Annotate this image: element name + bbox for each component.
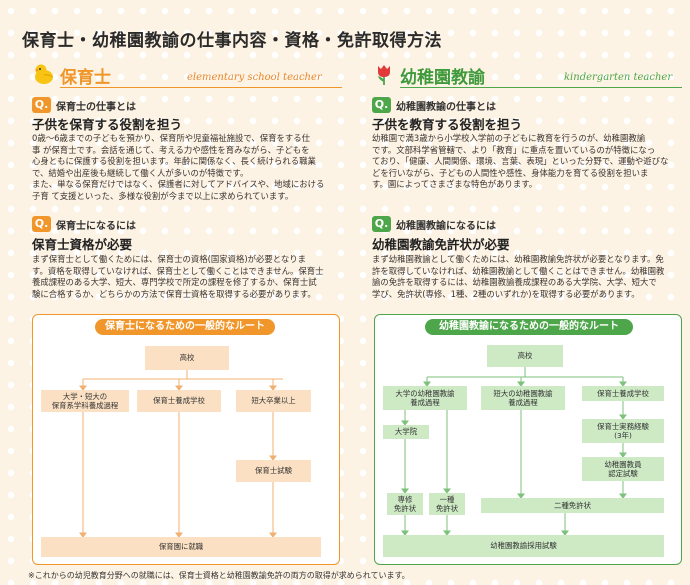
body-line: です。文部科学省管轄で、より「教育」に重点を置いているのが特徴になっ [372, 144, 656, 155]
body-line: す。園によってさまざまな特色があります。 [372, 179, 538, 190]
flow-box-koukou: 高校 [145, 346, 229, 370]
youchien-q1-subtitle: 子供を教育する役割を担う [372, 117, 523, 132]
youchien-section-header: 幼稚園教諭 kindergarten teacher [372, 62, 682, 88]
flow-box-kyouin-shiken: 幼稚園教員 認定試験 [582, 457, 664, 481]
footnote: ※これからの幼児教育分野への就職には、保育士資格と幼稚園教諭免許の両方の取得が求… [28, 571, 410, 580]
flow-box-tandai: 短大の幼稚園教諭 養成過程 [481, 386, 565, 410]
question-badge: Q. [372, 216, 391, 232]
body-line: まず保育士として働くためには、保育士の資格(国家資格)が必要となりま [32, 254, 307, 264]
body-line: 学び、免許状(専修、1種、2種のいずれか)を取得する必要があります。 [372, 288, 640, 299]
body-line: ており、「健康、人間関係、環境、言葉、表現」といった分野で、運動や遊びな [372, 156, 669, 167]
chick-icon [35, 64, 53, 84]
hoiku-q1-title: 保育士の仕事とは [56, 102, 136, 113]
body-line: どを行いながら、子どもの人間性や感性、身体能力を育てる役割を担いま [372, 167, 649, 178]
tulip-icon [378, 65, 390, 85]
flow-box-nishu: 二種免許状 [481, 498, 664, 513]
body-line: また、単なる保育だけではなく、保護者に対してアドバイスや、地域における [32, 179, 325, 190]
flow-box-shiken: 保育士試験 [236, 460, 311, 482]
youchien-flow-title: 幼稚園教諭になるための一般的なルート [425, 319, 633, 335]
youchien-flow-panel: 幼稚園教諭になるための一般的なルート 高校 大学の幼稚園教諭 養成 [374, 314, 682, 565]
body-line: 子育 て支援といった、多様な役割が今まで以上に求められています。 [32, 190, 294, 201]
body-line: す。資格を取得していなければ、保育士として働くことはできません。保育士 [32, 265, 324, 276]
question-badge: Q. [32, 97, 51, 113]
body-line: 養成課程のある大学、短大、専門学校で所定の課程を修了するか、保育士試 [32, 277, 317, 288]
flow-box-daigaku: 大学の幼稚園教諭 養成過程 [383, 386, 467, 410]
body-line: 心身ともに保護する役割を担います。年齢に関係なく、長く続けられる職業 [32, 156, 316, 167]
hoiku-q2-body: まず保育士として働くためには、保育士の資格(国家資格)が必要となりま す。資格を… [32, 254, 342, 300]
flow-box-saiyou: 幼稚園教諭採用試験 [383, 535, 664, 557]
body-line: 事 が保育士です。会話を通じて、考える力や感性を育みながら、子どもを [32, 144, 310, 155]
hoiku-flow-panel: 保育士になるための一般的なルート 高校 大学・短大の 保育系学科養成過程 保育士… [32, 314, 340, 565]
flow-box-daigakuin: 大学院 [383, 425, 429, 439]
body-line: まず幼稚園教諭として働くためには、幼稚園教諭免許状が必要となります。免 [372, 254, 664, 264]
youchien-flow-connectors [401, 367, 627, 536]
hoiku-q1-body: 0歳～6歳までの子どもを預かり、保育所や児童福祉施設で、保育をする仕 事 が保育… [32, 133, 337, 203]
body-line: 諭の免許を取得するには、幼稚園教諭養成課程のある大学院、大学、短大で [372, 277, 657, 288]
hoiku-english: elementary school teacher [187, 72, 322, 83]
body-line: 許を取得していなければ、幼稚園教諭として働くことはできません。幼稚園教 [372, 265, 665, 276]
youchien-rule [400, 87, 682, 88]
flow-box-daigaku: 大学・短大の 保育系学科養成過程 [41, 390, 129, 412]
flow-box-senmon: 保育士養成学校 [137, 390, 221, 412]
flow-box-isshu: 一種 免許状 [429, 493, 465, 515]
body-line: で、結婚や出産後も継続して働く人が多いのが特徴です。 [32, 167, 249, 178]
youchien-q1-body: 幼稚園で満3歳から小学校入学前の子どもに教育を行うのが、幼稚園教諭 です。文部科… [372, 133, 682, 191]
body-line: 0歳～6歳までの子どもを預かり、保育所や児童福祉施設で、保育をする仕 [32, 133, 310, 143]
hoiku-name: 保育士 [60, 68, 111, 88]
body-line: 幼稚園で満3歳から小学校入学前の子どもに教育を行うのが、幼稚園教諭 [372, 133, 646, 143]
hoiku-flow-title: 保育士になるための一般的なルート [95, 319, 275, 335]
hoiku-rule [60, 87, 342, 88]
youchien-q2-subtitle: 幼稚園教諭免許状が必要 [372, 237, 510, 252]
page-title: 保育士・幼稚園教諭の仕事内容・資格・免許取得方法 [22, 31, 442, 51]
flow-box-jitsumu: 保育士実務経験 (3年) [582, 419, 664, 443]
flow-box-tandai: 短大卒業以上 [236, 390, 311, 412]
question-badge: Q. [372, 97, 391, 113]
flow-box-shuushoku: 保育園に就職 [41, 537, 321, 557]
hoiku-q2-title: 保育士になるには [56, 221, 136, 232]
youchien-english: kindergarten teacher [564, 72, 673, 83]
hoiku-q1-subtitle: 子供を保育する役割を担う [32, 117, 183, 132]
flow-box-koukou: 高校 [487, 345, 563, 367]
question-badge: Q. [32, 216, 51, 232]
body-line: 験に合格するか、どちらかの方法で保育士資格を取得する必要があります。 [32, 288, 316, 299]
youchien-name: 幼稚園教諭 [400, 68, 485, 88]
hoiku-q2-subtitle: 保育士資格が必要 [32, 237, 133, 252]
youchien-q1-title: 幼稚園教諭の仕事とは [396, 102, 496, 113]
youchien-q2-body: まず幼稚園教諭として働くためには、幼稚園教諭免許状が必要となります。免 許を取得… [372, 254, 682, 300]
hoiku-section-header: 保育士 elementary school teacher [32, 62, 342, 88]
flow-box-senshu: 専修 免許状 [387, 493, 423, 515]
flow-box-hoiku-school: 保育士養成学校 [582, 386, 664, 401]
hoiku-flow-connectors [79, 370, 283, 538]
youchien-q2-title: 幼稚園教諭になるには [396, 221, 496, 232]
